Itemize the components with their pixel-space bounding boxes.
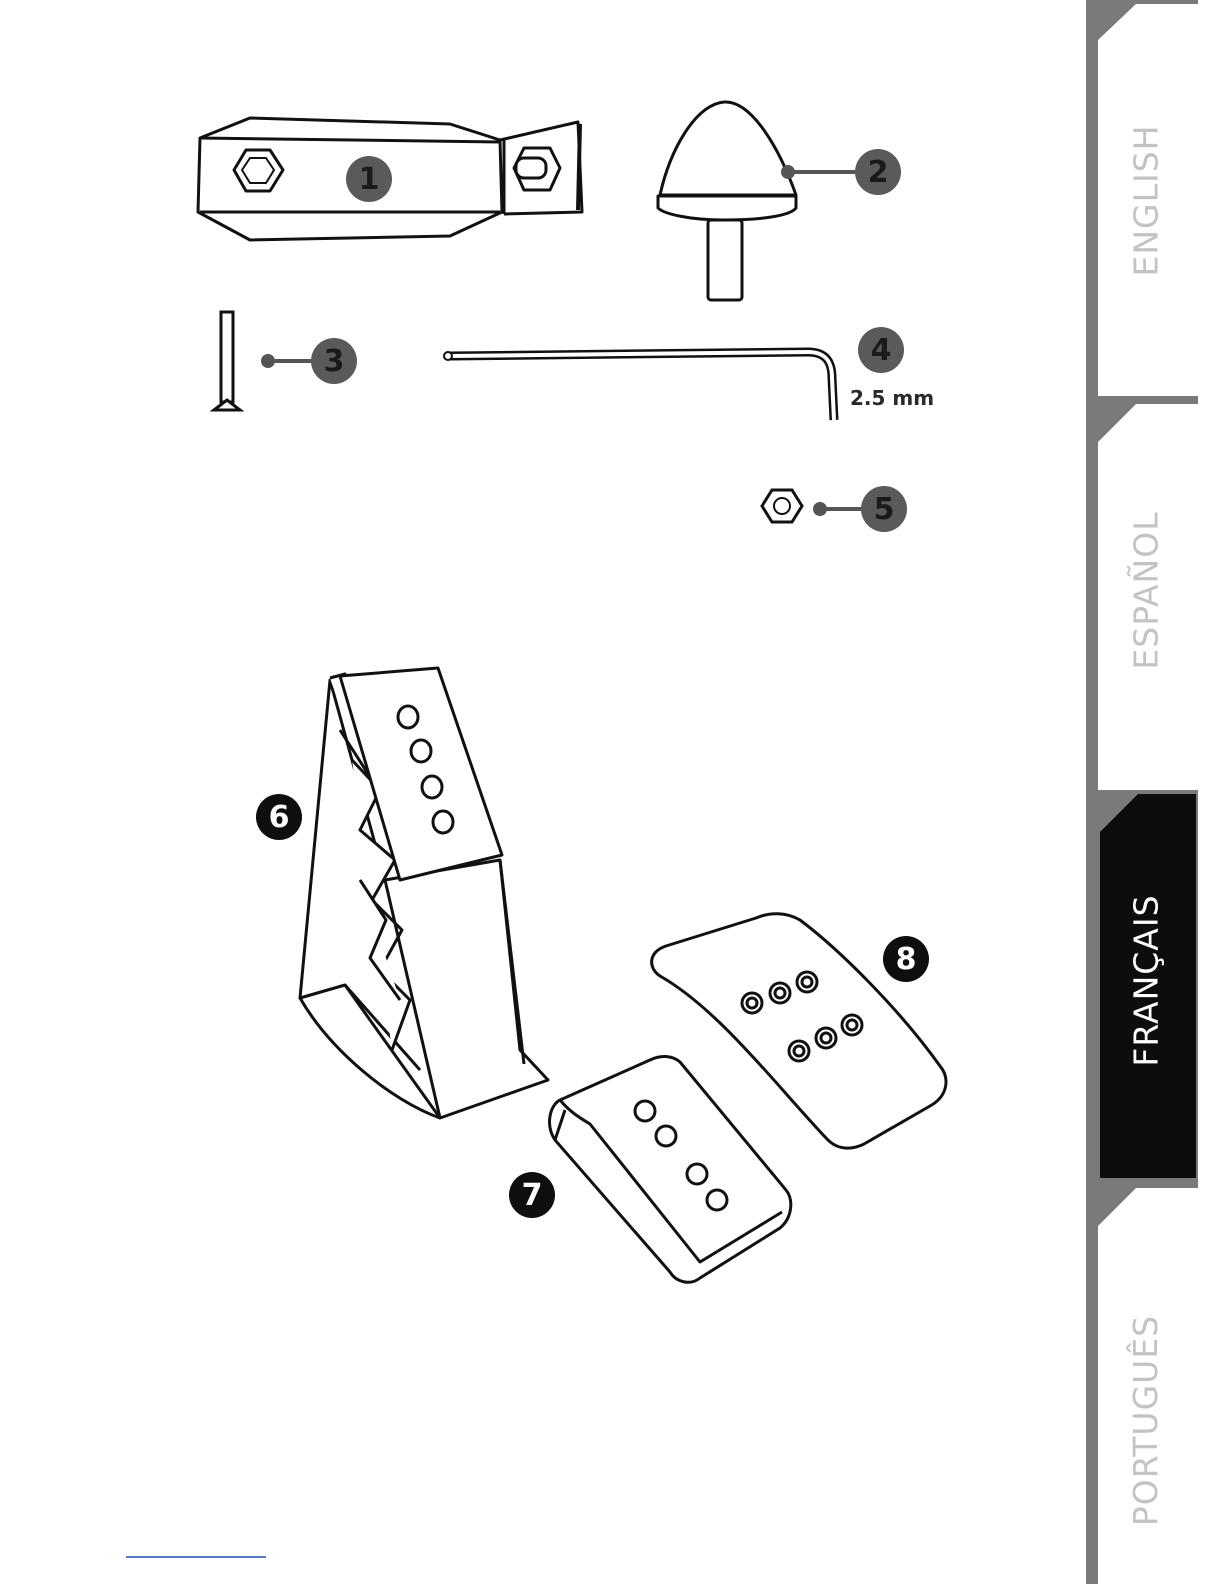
part-number-2: 2: [855, 149, 901, 195]
tab-english-label: ENGLISH: [1127, 124, 1166, 276]
part-number-5: 5: [861, 486, 907, 532]
cone-stopper-icon: [658, 102, 796, 300]
part-number-6: 6: [256, 794, 302, 840]
part-number-1: 1: [346, 156, 392, 202]
tab-francais[interactable]: FRANÇAIS: [1094, 880, 1198, 1080]
tab-english[interactable]: ENGLISH: [1094, 100, 1198, 300]
part-number-8: 8: [883, 936, 929, 982]
part-number-4: 4: [858, 327, 904, 373]
pedal-arm-icon: [300, 668, 548, 1118]
hex-nut-icon: [762, 490, 802, 522]
part-number-3: 3: [311, 338, 357, 384]
small-pedal-plate-icon: [550, 1056, 791, 1282]
allen-key-size-label: 2.5 mm: [850, 386, 934, 410]
part-number-7: 7: [509, 1172, 555, 1218]
tab-espanol[interactable]: ESPAÑOL: [1094, 490, 1198, 690]
tab-portugues[interactable]: PORTUGUÊS: [1094, 1310, 1198, 1530]
tab-espanol-label: ESPAÑOL: [1127, 511, 1166, 669]
screw-icon: [214, 312, 240, 410]
footer-link-underline[interactable]: [126, 1556, 266, 1558]
allen-key-icon: [444, 352, 834, 420]
tab-francais-label: FRANÇAIS: [1127, 894, 1166, 1066]
tab-portugues-label: PORTUGUÊS: [1127, 1314, 1166, 1525]
